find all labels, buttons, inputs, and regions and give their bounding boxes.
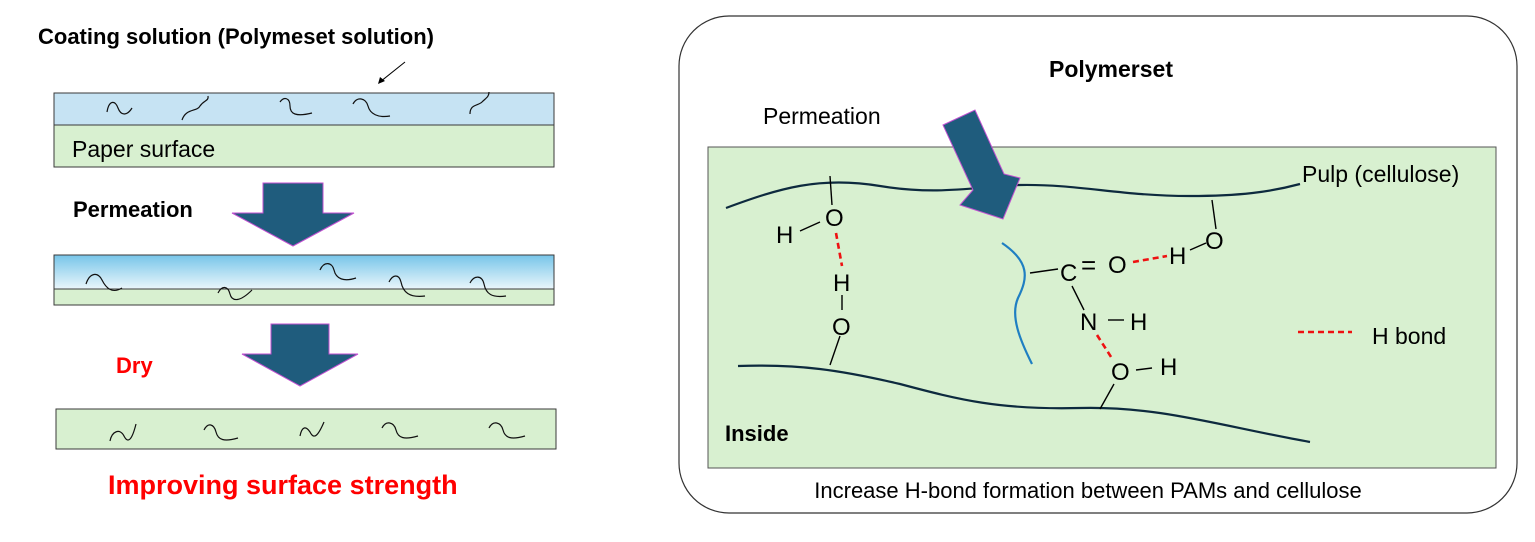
atom-o: O <box>1205 228 1224 255</box>
covalent-bonds <box>799 175 1217 410</box>
h-bond-legend-label: H bond <box>1372 323 1446 349</box>
double-bond-symbol: = <box>1081 250 1096 280</box>
polymer-squiggles-coating <box>106 91 490 121</box>
atom-h: H <box>1130 309 1147 336</box>
atom-h: H <box>833 270 850 297</box>
stage-permeation-layer <box>53 254 555 306</box>
inside-label: Inside <box>725 421 789 446</box>
pulp-fiber-upper <box>725 181 1301 210</box>
pulp-fiber-lower <box>737 364 1311 444</box>
cellulose-fibers <box>725 181 1311 444</box>
inside-area <box>707 146 1497 469</box>
dry-arrow-icon <box>241 323 359 387</box>
stage-dried-layer <box>55 408 557 450</box>
polymerset-title: Polymerset <box>1049 56 1173 82</box>
left-panel: Coating solution (Polymeset solution) Pa… <box>38 24 557 500</box>
atom-h: H <box>1169 243 1186 270</box>
atom-o: O <box>1108 252 1127 279</box>
permeation-label-right: Permeation <box>763 103 881 129</box>
improving-surface-strength-label: Improving surface strength <box>108 470 458 500</box>
permeation-diagonal-arrow-icon <box>942 109 1021 220</box>
atom-o: O <box>825 205 844 232</box>
hydrogen-bonds <box>834 232 1352 361</box>
panel-caption: Increase H-bond formation between PAMs a… <box>814 478 1361 503</box>
stage-coating-layer: Paper surface <box>53 91 555 168</box>
permeation-label-left: Permeation <box>73 197 193 222</box>
atom-o: O <box>832 314 851 341</box>
pulp-cellulose-label: Pulp (cellulose) <box>1302 161 1459 187</box>
atom-h: H <box>776 222 793 249</box>
atom-c: C <box>1060 260 1077 287</box>
polymer-squiggles-permeation <box>85 263 507 301</box>
coating-solution-title: Coating solution (Polymeset solution) <box>38 24 434 49</box>
atom-h: H <box>1160 354 1177 381</box>
pam-polymer-chain <box>1001 242 1033 365</box>
paper-surface-label: Paper surface <box>72 136 215 162</box>
pointer-arrow-icon <box>378 61 406 84</box>
permeation-arrow-icon <box>231 182 355 247</box>
polymer-squiggles-dried <box>109 421 526 442</box>
right-panel: Polymerset Permeation Pulp (cellulose) <box>678 15 1518 514</box>
atom-o: O <box>1111 359 1130 386</box>
atom-n: N <box>1080 309 1097 336</box>
atom-labels: H O H O C = O H O N H O H <box>776 205 1224 386</box>
dry-label: Dry <box>116 353 153 378</box>
